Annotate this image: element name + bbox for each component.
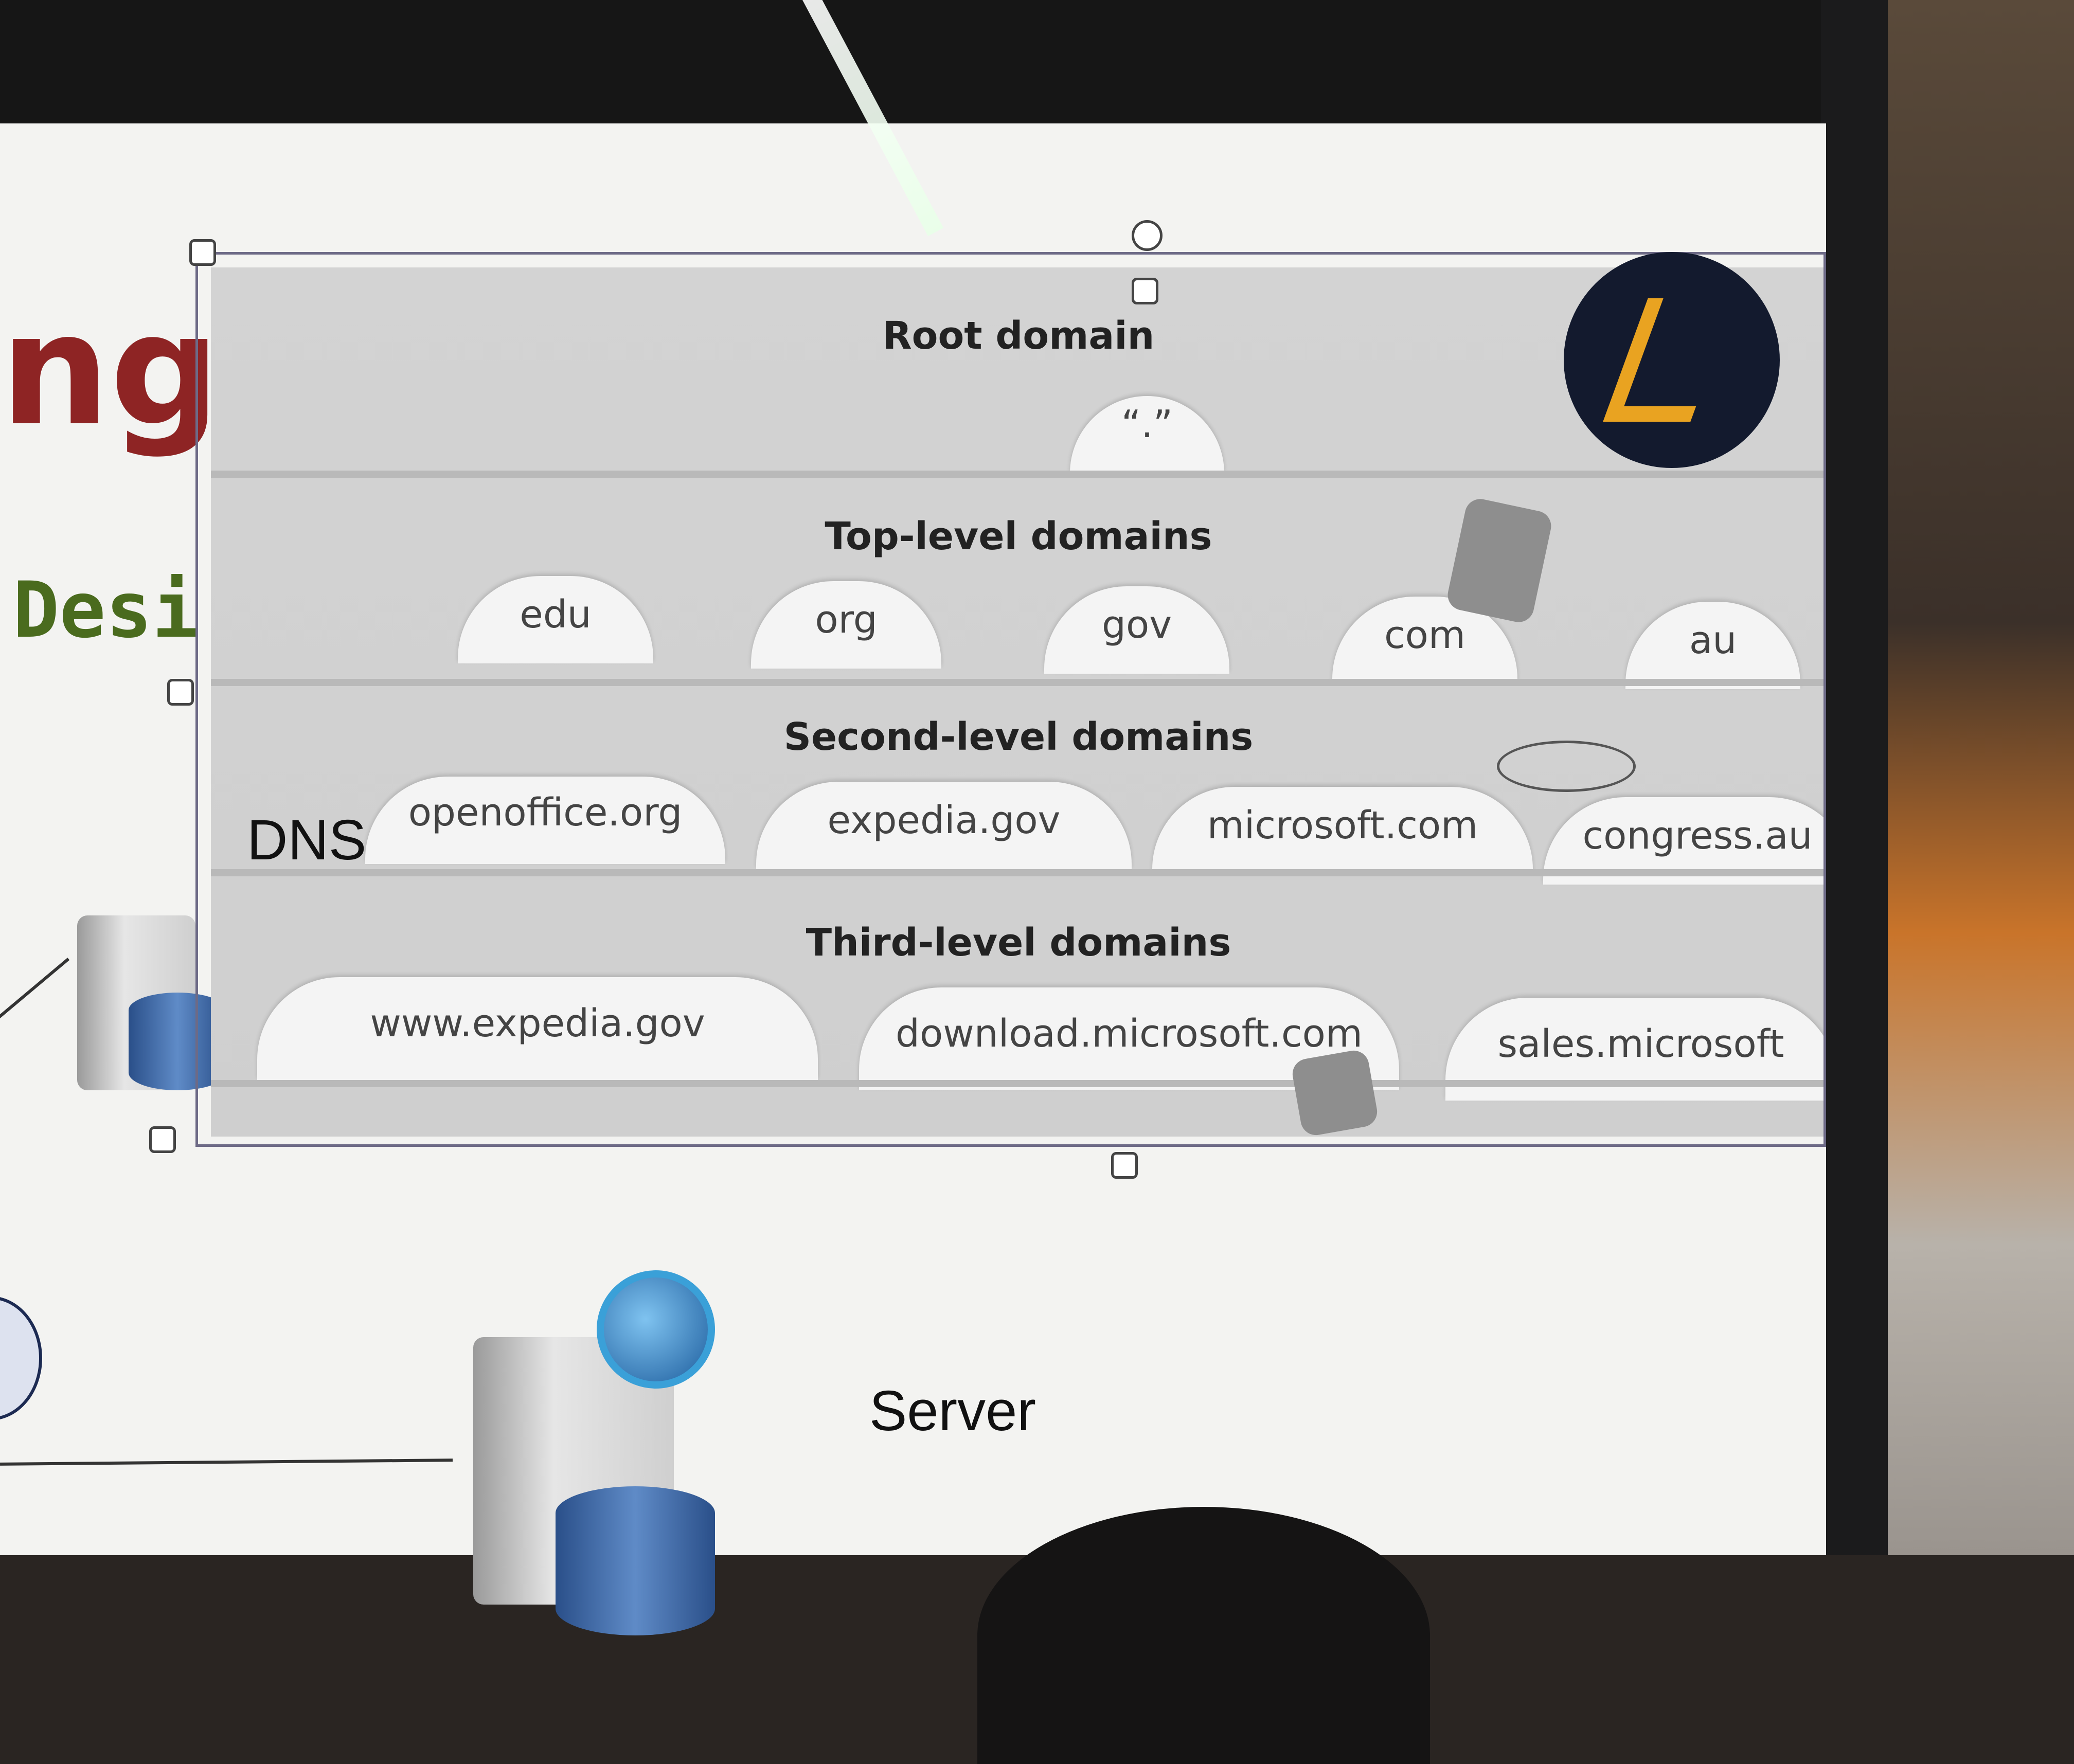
third-shelf xyxy=(211,1080,1826,1087)
resize-handle-middle-left[interactable] xyxy=(167,679,194,706)
laptop-bezel-top xyxy=(0,0,1903,134)
rotate-handle[interactable] xyxy=(1132,220,1163,251)
resize-handle-top-left[interactable] xyxy=(189,239,216,266)
dns-hierarchy-diagram[interactable]: Root domain “.” Top-level domains edu or… xyxy=(211,267,1826,1137)
arrow-to-server xyxy=(0,1459,453,1466)
resize-handle-top-center[interactable] xyxy=(1132,278,1158,304)
slide-title-fragment: ng xyxy=(0,280,221,460)
resize-handle-bottom-center[interactable] xyxy=(1111,1152,1138,1179)
arrow-to-dns xyxy=(0,958,70,1027)
third-tab-www-expedia: www.expedia.gov xyxy=(257,977,818,1080)
resize-handle-bottom-left[interactable] xyxy=(149,1126,176,1153)
image-selection-frame[interactable] xyxy=(195,252,1826,1147)
client-node-icon xyxy=(0,1296,42,1420)
root-domain-title: Root domain xyxy=(882,314,1155,358)
root-shelf xyxy=(211,471,1826,478)
dns-label: DNS xyxy=(247,808,367,872)
sld-shelf xyxy=(211,869,1826,876)
laptop-frame xyxy=(1821,0,1888,1555)
channel-logo xyxy=(1564,252,1780,468)
connection-cable xyxy=(1497,741,1636,792)
sld-tab-microsoft: microsoft.com xyxy=(1152,787,1533,874)
server-label: Server xyxy=(869,1379,1036,1443)
tld-shelf xyxy=(211,679,1826,686)
logo-mark-icon xyxy=(1603,298,1736,422)
third-level-title: Third-level domains xyxy=(806,921,1231,965)
globe-icon xyxy=(597,1270,715,1389)
top-level-title: Top-level domains xyxy=(825,514,1212,559)
sld-tab-openoffice: openoffice.org xyxy=(365,777,725,864)
second-level-title: Second-level domains xyxy=(783,715,1254,759)
presenter-webcam xyxy=(977,1507,1430,1764)
slide-subtitle-fragment: Desi xyxy=(13,566,199,655)
room-background xyxy=(1883,0,2074,1555)
sld-tab-expedia: expedia.gov xyxy=(756,782,1132,869)
